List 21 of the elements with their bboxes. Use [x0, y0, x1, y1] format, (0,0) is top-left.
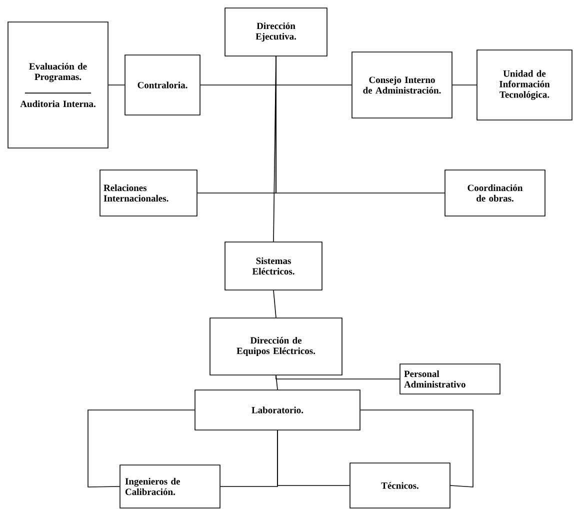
org-box: Contraloria. [124, 54, 200, 116]
connector-line [108, 84, 125, 86]
org-box: Técnicos. [350, 462, 450, 508]
connector-line [277, 430, 350, 486]
connector-line [452, 84, 477, 86]
org-box: Unidad de Información Tecnológica. [476, 50, 572, 120]
org-box: Dirección Ejecutiva. [224, 8, 328, 56]
connector-line [276, 375, 400, 380]
connector-line [88, 410, 195, 488]
org-box: Sistemas Eléctricos. [224, 242, 322, 290]
org-box: Ingenieros de Calibración. [120, 464, 220, 508]
org-box: Laboratorio. [194, 390, 360, 430]
connector-line [273, 56, 276, 242]
org-box: Consejo Interno de Administración. [352, 52, 452, 118]
org-box: Relaciones Internacionales. [100, 170, 198, 216]
connector-line [273, 290, 276, 318]
connector-line [360, 410, 474, 488]
org-box: Personal Administrativo [400, 364, 500, 394]
org-box: Coordinación de obras. [444, 170, 546, 216]
org-box: Evaluación de Programas. Auditoria Interna. [8, 22, 108, 148]
org-box: Dirección de Equipos Eléctricos. [210, 318, 342, 376]
